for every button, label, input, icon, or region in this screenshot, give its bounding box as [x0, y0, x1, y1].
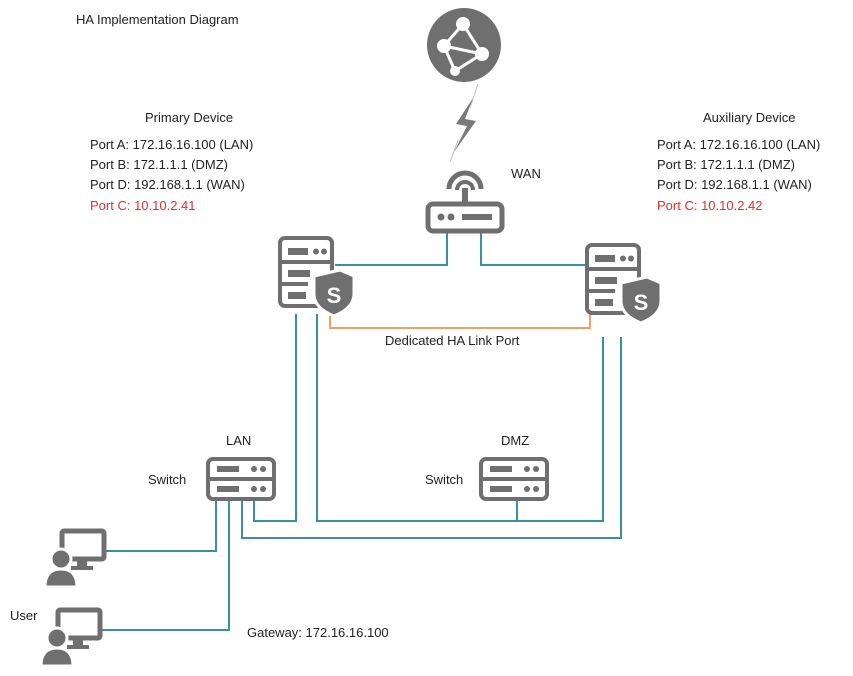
- primary-port-d: Port D: 192.168.1.1 (WAN): [90, 177, 245, 192]
- dmz-label: DMZ: [501, 433, 530, 448]
- diagram-title: HA Implementation Diagram: [76, 12, 239, 27]
- auxiliary-device-heading: Auxiliary Device: [703, 110, 796, 125]
- auxiliary-firewall-icon: [585, 243, 663, 325]
- lan-link-auxiliary: [241, 337, 622, 539]
- ha-link: [329, 310, 591, 329]
- user-computer-icon: [45, 531, 104, 587]
- auxiliary-port-c: Port C: 10.10.2.42: [657, 198, 763, 213]
- user-computer-icon-2: [41, 610, 100, 666]
- dmz-switch-label: Switch: [425, 472, 464, 487]
- gateway-label: Gateway: 172.16.16.100: [247, 625, 389, 640]
- primary-port-b: Port B: 172.1.1.1 (DMZ): [90, 157, 228, 172]
- auxiliary-port-d: Port D: 192.168.1.1 (WAN): [657, 177, 812, 192]
- user1-link: [102, 501, 217, 552]
- connections: [102, 233, 622, 631]
- dmz-switch-icon: [479, 457, 549, 501]
- ha-link-label: Dedicated HA Link Port: [385, 333, 520, 348]
- router-icon: [425, 170, 505, 234]
- user-label: User: [10, 608, 38, 623]
- wan-link-auxiliary: [480, 233, 588, 266]
- lan-switch-icon: [206, 457, 276, 501]
- lan-switch-label: Switch: [148, 472, 187, 487]
- user2-link: [102, 501, 230, 631]
- globe-icon: [427, 8, 501, 82]
- wan-label: WAN: [511, 166, 541, 181]
- lan-label: LAN: [226, 433, 252, 448]
- primary-port-a: Port A: 172.16.16.100 (LAN): [90, 137, 254, 152]
- primary-port-c: Port C: 10.10.2.41: [90, 198, 196, 213]
- dmz-link-primary: [316, 314, 604, 522]
- auxiliary-port-b: Port B: 172.1.1.1 (DMZ): [657, 157, 795, 172]
- wan-link-primary: [335, 233, 448, 266]
- lightning-icon: [449, 83, 479, 163]
- lan-link-primary: [253, 314, 297, 522]
- primary-device-heading: Primary Device: [145, 110, 234, 125]
- auxiliary-port-a: Port A: 172.16.16.100 (LAN): [657, 137, 821, 152]
- primary-firewall-icon: [278, 236, 356, 318]
